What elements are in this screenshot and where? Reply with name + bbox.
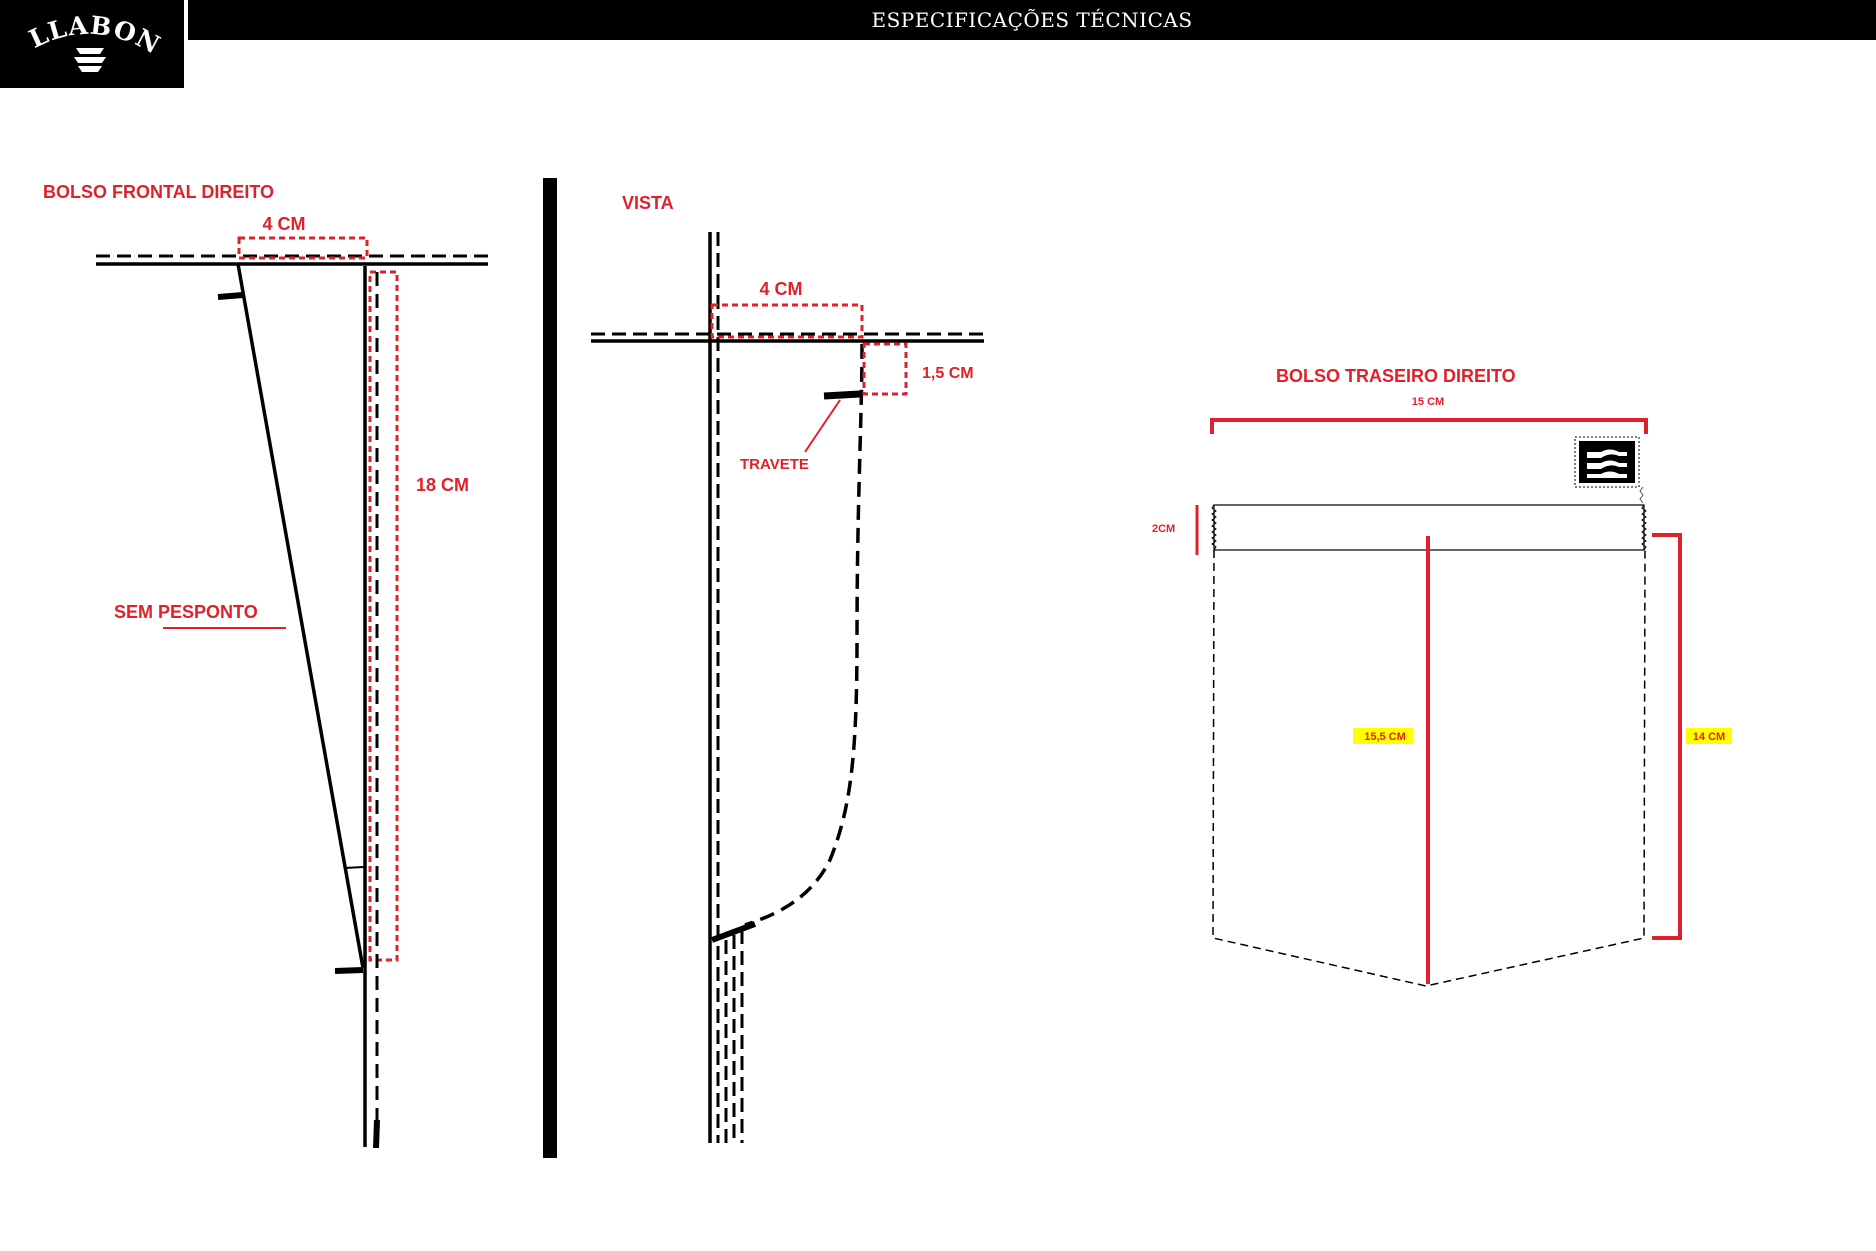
bottom-bartack [334, 967, 364, 974]
front-width-dimension-box [237, 236, 369, 260]
view-small-label: 1,5 CM [922, 365, 974, 382]
view-width-label: 4 CM [759, 279, 802, 299]
wave-mark-icon [74, 48, 106, 72]
brand-logo: BILLABONG [0, 0, 184, 88]
view-diagram: VISTA 4 CM 1,5 CM TRAVETE [591, 193, 984, 1143]
band-height-label: 2CM [1152, 523, 1175, 535]
side-length-bracket [1652, 533, 1682, 940]
top-bartack [217, 292, 244, 300]
wave-logo-icon [1587, 449, 1627, 478]
side-seam-bartack [373, 1119, 380, 1149]
band-zigzag-right [1641, 504, 1647, 551]
back-pocket-diagram: BOLSO TRASEIRO DIREITO 15 CM 2CM 15,5 CM [1152, 366, 1732, 987]
brand-label-tag [1574, 436, 1644, 504]
front-width-label: 4 CM [262, 214, 305, 234]
center-length-label: 15,5 CM [1364, 731, 1406, 743]
back-width-bracket [1210, 418, 1648, 434]
no-topstitch-note: SEM PESPONTO [114, 602, 258, 622]
side-length-highlight [1686, 728, 1732, 744]
section-divider [543, 178, 557, 1158]
travete-pointer-line [804, 399, 841, 453]
front-pocket-diagram: BOLSO FRONTAL DIREITO 4 CM 18 CM SEM PES… [43, 182, 488, 1149]
front-length-label: 18 CM [416, 475, 469, 495]
view-width-dimension-box [710, 303, 864, 339]
center-length-highlight [1353, 728, 1413, 744]
back-pocket-title: BOLSO TRASEIRO DIREITO [1276, 366, 1516, 386]
band-zigzag-left [1211, 504, 1217, 551]
view-small-dimension-box [862, 342, 908, 396]
travete-bartack [823, 390, 861, 400]
back-width-label: 15 CM [1412, 396, 1444, 408]
front-pocket-title: BOLSO FRONTAL DIREITO [43, 182, 274, 202]
pocket-curve-stitch [744, 343, 864, 927]
front-length-dimension-box [368, 270, 399, 962]
pocket-opening-line [236, 263, 365, 969]
page-title: ESPECIFICAÇÕES TÉCNICAS [871, 8, 1193, 32]
billabong-logo-icon: BILLABONG [0, 0, 164, 72]
page-title-bar: ESPECIFICAÇÕES TÉCNICAS [188, 0, 1876, 40]
curve-bartack [710, 921, 757, 943]
side-length-label: 14 CM [1693, 731, 1725, 743]
view-title: VISTA [622, 193, 674, 213]
inner-mark-line [343, 866, 365, 869]
bartack-label: TRAVETE [740, 456, 809, 473]
